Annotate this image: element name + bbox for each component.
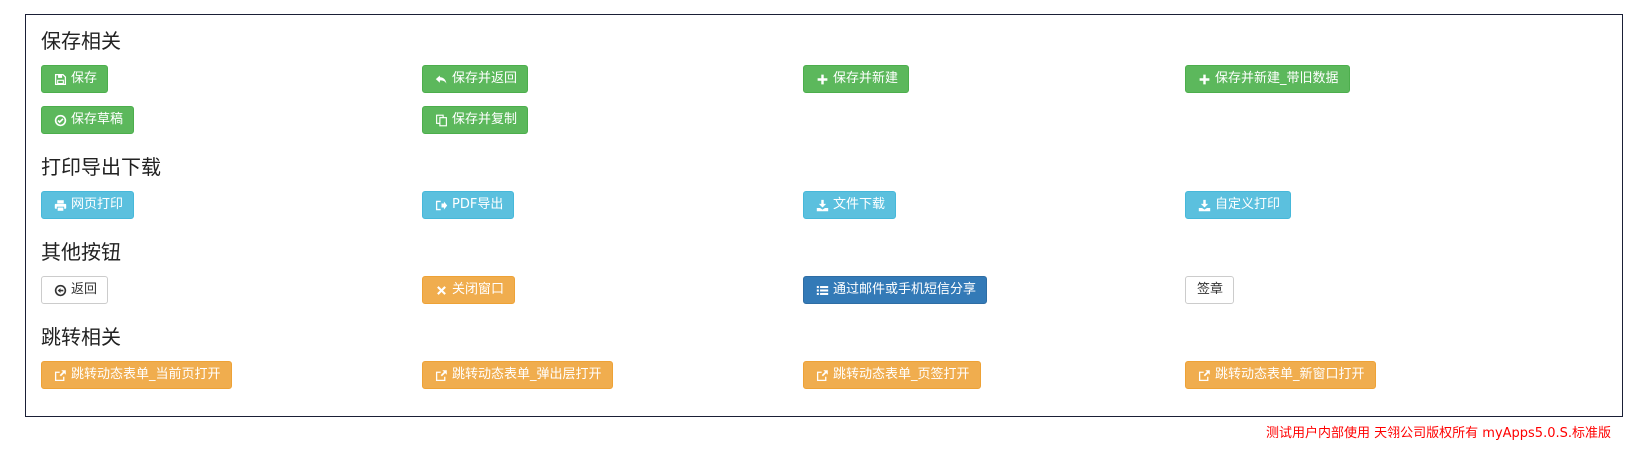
jump-tab-page-label: 跳转动态表单_页签打开 [833, 367, 970, 382]
back-button[interactable]: 返回 [41, 276, 109, 304]
external-link-icon [53, 368, 67, 382]
share-label: 通过邮件或手机短信分享 [833, 282, 977, 297]
custom-print-button[interactable]: 自定义打印 [1185, 191, 1292, 219]
save-and-copy-label: 保存并复制 [452, 112, 518, 127]
save-and-return-button[interactable]: 保存并返回 [422, 65, 529, 93]
check-circle-icon [53, 113, 67, 127]
external-link-icon [1197, 368, 1211, 382]
save-draft-button[interactable]: 保存草稿 [41, 106, 135, 134]
section-title-print: 打印导出下载 [41, 155, 161, 179]
sign-label: 签章 [1197, 282, 1224, 297]
custom-print-label: 自定义打印 [1215, 197, 1281, 212]
external-link-icon [815, 368, 829, 382]
save-draft-label: 保存草稿 [71, 112, 124, 127]
pdf-export-button[interactable]: PDF导出 [422, 191, 515, 219]
save-and-copy-button[interactable]: 保存并复制 [422, 106, 529, 134]
section-title-other: 其他按钮 [41, 240, 121, 264]
jump-current-page-label: 跳转动态表单_当前页打开 [71, 367, 221, 382]
export-icon [434, 198, 448, 212]
pdf-export-label: PDF导出 [452, 197, 504, 212]
close-window-label: 关闭窗口 [452, 282, 505, 297]
close-window-button[interactable]: 关闭窗口 [422, 276, 516, 304]
save-and-new-with-old-data-label: 保存并新建_带旧数据 [1215, 71, 1339, 86]
back-label: 返回 [71, 282, 98, 297]
print-icon [53, 198, 67, 212]
section-title-save: 保存相关 [41, 29, 121, 53]
copy-icon [434, 113, 448, 127]
jump-new-window-label: 跳转动态表单_新窗口打开 [1215, 367, 1365, 382]
jump-popup-layer-label: 跳转动态表单_弹出层打开 [452, 367, 602, 382]
jump-new-window-button[interactable]: 跳转动态表单_新窗口打开 [1185, 361, 1376, 389]
arrow-circle-left-icon [53, 283, 67, 297]
save-and-new-with-old-data-button[interactable]: 保存并新建_带旧数据 [1185, 65, 1350, 93]
sign-button[interactable]: 签章 [1185, 276, 1235, 304]
save-button-label: 保存 [71, 71, 98, 86]
web-print-label: 网页打印 [71, 197, 124, 212]
save-and-return-label: 保存并返回 [452, 71, 518, 86]
web-print-button[interactable]: 网页打印 [41, 191, 135, 219]
plus-icon [815, 72, 829, 86]
list-icon [815, 283, 829, 297]
jump-current-page-button[interactable]: 跳转动态表单_当前页打开 [41, 361, 232, 389]
section-title-jump: 跳转相关 [41, 325, 121, 349]
jump-tab-page-button[interactable]: 跳转动态表单_页签打开 [803, 361, 981, 389]
floppy-icon [53, 72, 67, 86]
external-link-icon [434, 368, 448, 382]
close-icon [434, 283, 448, 297]
copyright-footer: 测试用户内部使用 天翎公司版权所有 myApps5.0.S.标准版 [1266, 426, 1611, 441]
button-panel: 保存相关 保存 保存并返回 保存并新建 保存并新建_带旧数据 保存草稿 [25, 14, 1623, 417]
reply-icon [434, 72, 448, 86]
file-download-label: 文件下载 [833, 197, 886, 212]
share-button[interactable]: 通过邮件或手机短信分享 [803, 276, 988, 304]
save-and-new-label: 保存并新建 [833, 71, 899, 86]
save-and-new-button[interactable]: 保存并新建 [803, 65, 910, 93]
save-button[interactable]: 保存 [41, 65, 109, 93]
download-icon [1197, 198, 1211, 212]
jump-popup-layer-button[interactable]: 跳转动态表单_弹出层打开 [422, 361, 613, 389]
download-icon [815, 198, 829, 212]
file-download-button[interactable]: 文件下载 [803, 191, 897, 219]
plus-icon [1197, 72, 1211, 86]
